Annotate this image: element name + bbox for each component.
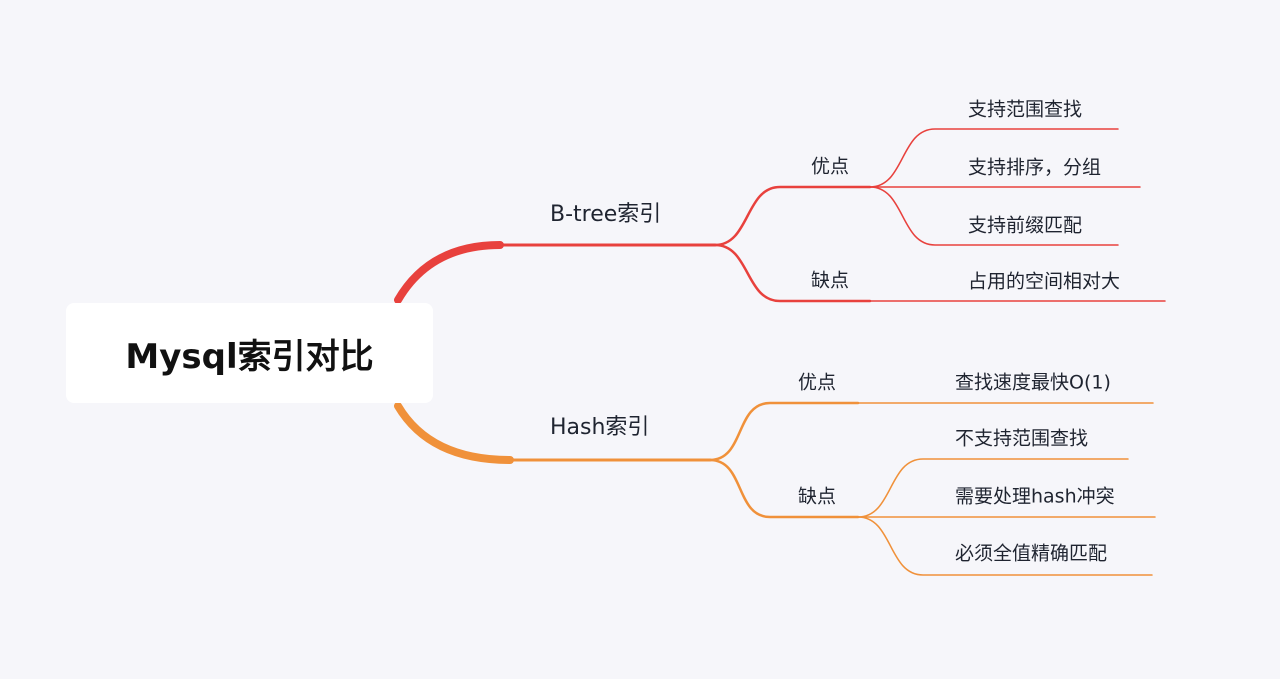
topic-btree-pros[interactable]: 优点	[811, 155, 850, 178]
connector-hash	[394, 402, 514, 464]
topic-btree-cons[interactable]: 缺点	[811, 269, 850, 292]
connector-leaf	[869, 128, 1119, 188]
connector-btree	[394, 241, 504, 304]
connector-leaf	[857, 516, 1153, 576]
topic-leaf[interactable]: 必须全值精确匹配	[955, 542, 1108, 565]
connector-leaf	[869, 186, 1119, 246]
connector-hash-pros	[708, 401, 860, 462]
topic-leaf[interactable]: 占用的空间相对大	[968, 270, 1121, 293]
topic-leaf[interactable]: 支持范围查找	[968, 98, 1083, 121]
connector-leaf	[857, 458, 1129, 518]
topic-leaf[interactable]: 支持排序，分组	[968, 156, 1102, 179]
connector-hash-cons	[708, 458, 860, 519]
topic-leaf[interactable]: 需要处理hash冲突	[955, 485, 1115, 508]
topic-leaf[interactable]: 支持前缀匹配	[968, 214, 1083, 237]
connector-btree-pros	[713, 185, 872, 247]
topic-leaf[interactable]: 查找速度最快O(1)	[955, 371, 1111, 394]
connector-btree-cons	[713, 243, 872, 303]
topic-hash-cons[interactable]: 缺点	[798, 485, 837, 508]
topic-leaf[interactable]: 不支持范围查找	[955, 427, 1089, 450]
root-topic[interactable]: Mysql索引对比	[66, 303, 433, 403]
topic-hash-pros[interactable]: 优点	[798, 371, 837, 394]
topic-btree[interactable]: B-tree索引	[550, 202, 662, 227]
topic-hash[interactable]: Hash索引	[550, 415, 650, 440]
